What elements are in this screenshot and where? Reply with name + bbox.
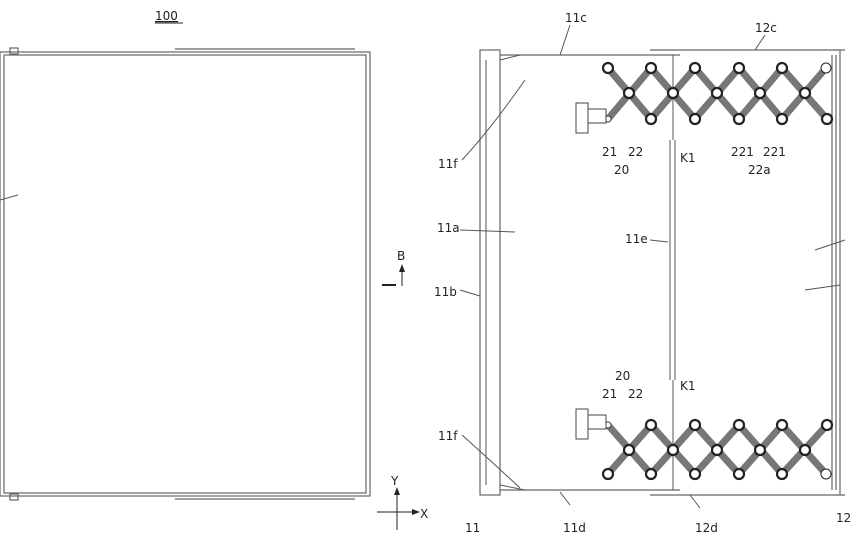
svg-text:11e: 11e: [625, 232, 648, 246]
svg-text:11f: 11f: [438, 157, 458, 171]
top-scissor-pivot-icon: [688, 112, 702, 126]
top-scissor-pivot-icon: [775, 61, 789, 75]
bottom-scissor-pivot-icon: [820, 468, 832, 480]
bottom-scissor-pivot-icon: [820, 418, 834, 432]
top-scissor-pivot-icon: [710, 86, 724, 100]
bottom-scissor-bracket: [575, 408, 589, 440]
top-scissor-pivot-icon: [820, 62, 832, 74]
figure-number: 100: [155, 9, 178, 23]
top-scissor-bracket-arm: [587, 108, 607, 124]
svg-text:21: 21: [602, 387, 617, 401]
svg-text:221: 221: [731, 145, 754, 159]
svg-text:11b: 11b: [434, 285, 457, 299]
top-scissor-pivot-icon: [644, 112, 658, 126]
svg-text:11: 11: [465, 521, 480, 535]
bottom-scissor-pivot-icon: [732, 418, 746, 432]
bottom-scissor-pivot-icon: [732, 467, 746, 481]
bottom-scissor-pivot-icon: [622, 443, 636, 457]
top-scissor-bracket: [575, 102, 589, 134]
bottom-scissor-pivot-icon: [644, 467, 658, 481]
scissor-mechanisms: [575, 61, 834, 481]
device-open-view: [479, 49, 845, 496]
bottom-scissor-pivot-icon: [688, 418, 702, 432]
axis-indicator: Y X: [377, 474, 428, 530]
top-scissor-pivot-icon: [644, 61, 658, 75]
top-scissor-pivot-icon: [688, 61, 702, 75]
svg-text:22: 22: [628, 145, 643, 159]
top-scissor-pivot-icon: [820, 112, 834, 126]
bottom-scissor-pivot-icon: [775, 467, 789, 481]
svg-text:20: 20: [614, 163, 629, 177]
top-scissor-pivot-icon: [775, 112, 789, 126]
svg-text:11f: 11f: [438, 429, 458, 443]
svg-text:11d: 11d: [563, 521, 586, 535]
svg-text:X: X: [420, 507, 428, 521]
top-scissor-pivot-icon: [622, 86, 636, 100]
bottom-scissor-pivot-icon: [775, 418, 789, 432]
svg-text:21: 21: [602, 145, 617, 159]
top-scissor-pivot-icon: [666, 86, 680, 100]
svg-text:B: B: [397, 249, 405, 263]
bottom-scissor-pivot-icon: [753, 443, 767, 457]
bottom-scissor-pivot-icon: [644, 418, 658, 432]
bottom-scissor-pivot-icon: [601, 467, 615, 481]
bottom-scissor-pivot-icon: [666, 443, 680, 457]
top-scissor-pivot-icon: [753, 86, 767, 100]
top-scissor-pivot-icon: [601, 61, 615, 75]
svg-text:12d: 12d: [695, 521, 718, 535]
bottom-scissor-bracket-arm: [587, 414, 607, 430]
svg-text:11c: 11c: [565, 11, 587, 25]
svg-text:11a: 11a: [437, 221, 460, 235]
svg-text:22a: 22a: [748, 163, 771, 177]
bottom-scissor-pivot-icon: [710, 443, 724, 457]
svg-text:20: 20: [615, 369, 630, 383]
device-closed-view: [0, 47, 371, 501]
top-scissor-pivot-icon: [732, 61, 746, 75]
section-marker: B: [382, 249, 405, 286]
svg-text:22: 22: [628, 387, 643, 401]
svg-text:221: 221: [763, 145, 786, 159]
bottom-scissor-pivot-icon: [798, 443, 812, 457]
svg-text:K1: K1: [680, 151, 696, 165]
top-scissor-pivot-icon: [798, 86, 812, 100]
svg-text:12c: 12c: [755, 21, 777, 35]
svg-text:12: 12: [836, 511, 850, 525]
bottom-scissor-pivot-icon: [688, 467, 702, 481]
svg-text:Y: Y: [390, 474, 399, 488]
svg-text:K1: K1: [680, 379, 696, 393]
top-scissor-pivot-icon: [732, 112, 746, 126]
